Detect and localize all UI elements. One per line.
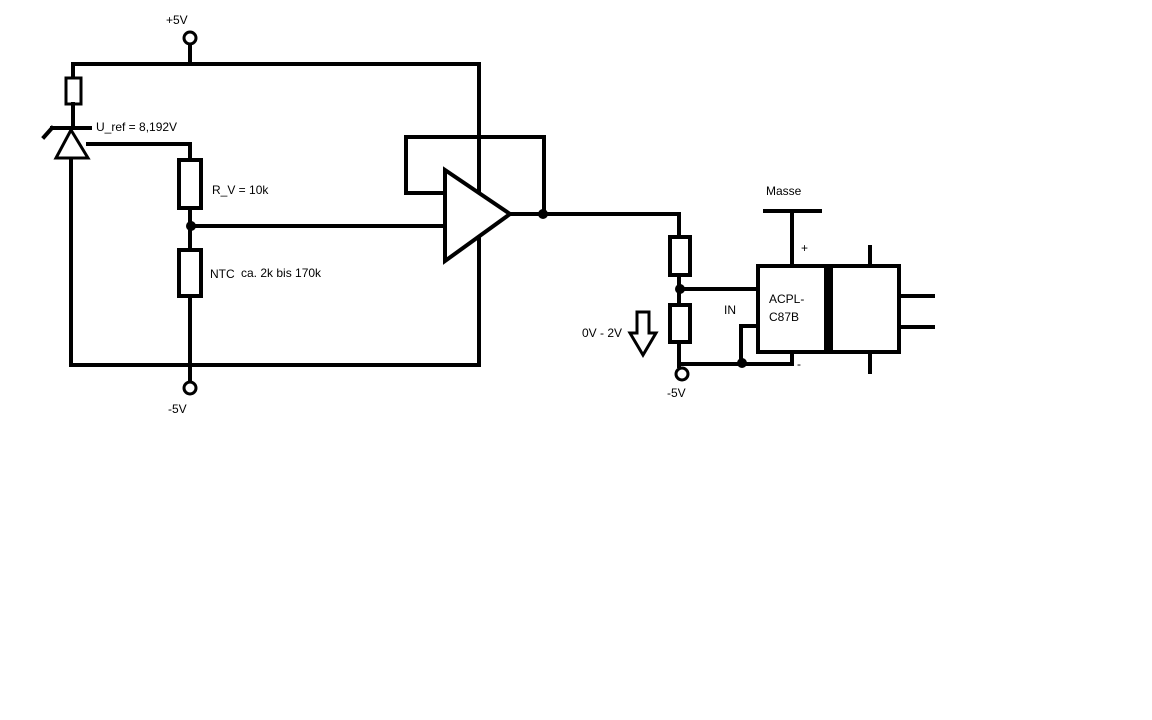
vplus-terminal <box>182 30 198 46</box>
supply-wires <box>69 44 481 382</box>
ic-name-line2: C87B <box>769 310 799 324</box>
vminus-label-right: -5V <box>667 386 686 400</box>
output-divider-resistor-bottom <box>668 303 692 344</box>
output-divider-resistor-top <box>668 235 692 277</box>
isolation-amplifier-ic <box>756 245 935 374</box>
in-pin-label: IN <box>724 303 736 317</box>
vminus-terminal-left <box>182 380 198 396</box>
plus-pin-label: + <box>801 241 808 255</box>
vplus-label: +5V <box>166 13 188 27</box>
rv-label: R_V = 10k <box>212 183 269 197</box>
opamp-output-node <box>538 209 548 219</box>
ic-name-line1: ACPL- <box>769 292 804 306</box>
reference-series-resistor <box>64 76 83 106</box>
down-arrow-icon <box>627 310 659 358</box>
uref-label: U_ref = 8,192V <box>96 120 177 134</box>
ntc-name-label: NTC <box>210 267 235 281</box>
ntc-resistor <box>177 248 203 298</box>
voltage-range-label: 0V - 2V <box>582 326 622 340</box>
reference-diode-icon <box>41 125 92 160</box>
minus-pin-label: - <box>797 357 801 371</box>
vminus-label-left: -5V <box>168 402 187 416</box>
rv-resistor <box>177 158 203 210</box>
vminus-terminal-right <box>674 366 690 382</box>
ntc-range-label: ca. 2k bis 170k <box>241 266 322 280</box>
masse-label: Masse <box>766 184 802 198</box>
